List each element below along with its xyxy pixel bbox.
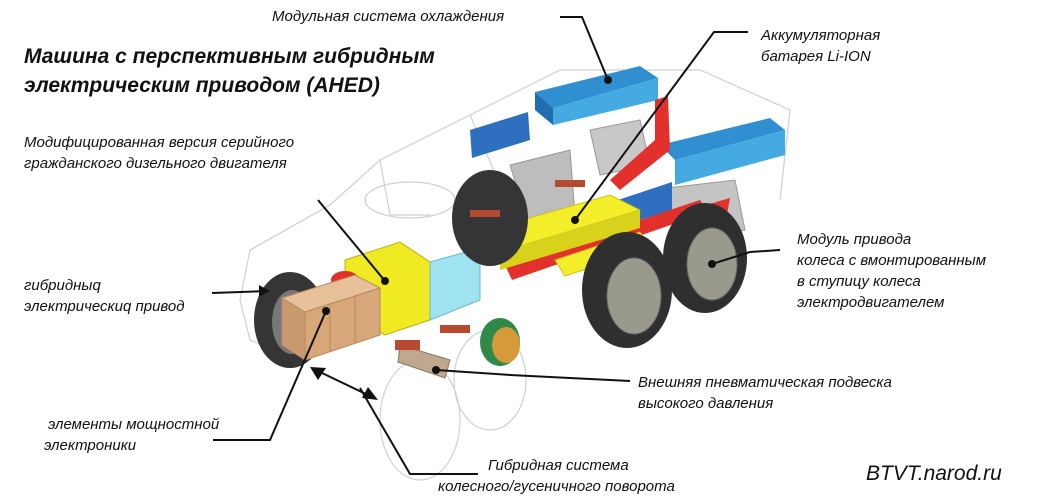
rear-wheel-right: [663, 203, 747, 313]
callout-dots: [322, 76, 716, 374]
power-electronics: [280, 274, 382, 361]
label-pneumatic-suspension: Внешняя пневматическая подвеска высокого…: [638, 374, 892, 412]
label-power-electronics: элементы мощностной электроники: [44, 416, 220, 454]
mid-wheel-left: [452, 170, 528, 266]
title-line-2: электрическим приводом (AHED): [24, 74, 380, 97]
label-battery: Аккумуляторная батарея Li-ION: [761, 27, 881, 65]
label-cooling-system: Модульная система охлаждения: [272, 8, 505, 25]
label-hybrid-drive: гибридныq электрическиq привод: [24, 277, 185, 315]
cooling-modules: [470, 66, 785, 226]
label-hybrid-steering: Гибридная система колесного/гусеничного …: [438, 457, 675, 495]
callout-lines: [211, 16, 781, 475]
mid-wheel-right: [582, 232, 672, 348]
label-diesel-engine: Модифицированная версия серийного гражда…: [24, 134, 295, 172]
arrowheads: [259, 285, 378, 400]
title-line-1: Машина с перспективным гибридным: [24, 45, 435, 68]
label-wheel-drive-module: Модуль привода колеса с вмонтированным в…: [797, 231, 986, 311]
diagram-title: Машина с перспективным гибридным электри…: [24, 42, 435, 100]
source-credit: BTVT.narod.ru: [866, 462, 1002, 485]
